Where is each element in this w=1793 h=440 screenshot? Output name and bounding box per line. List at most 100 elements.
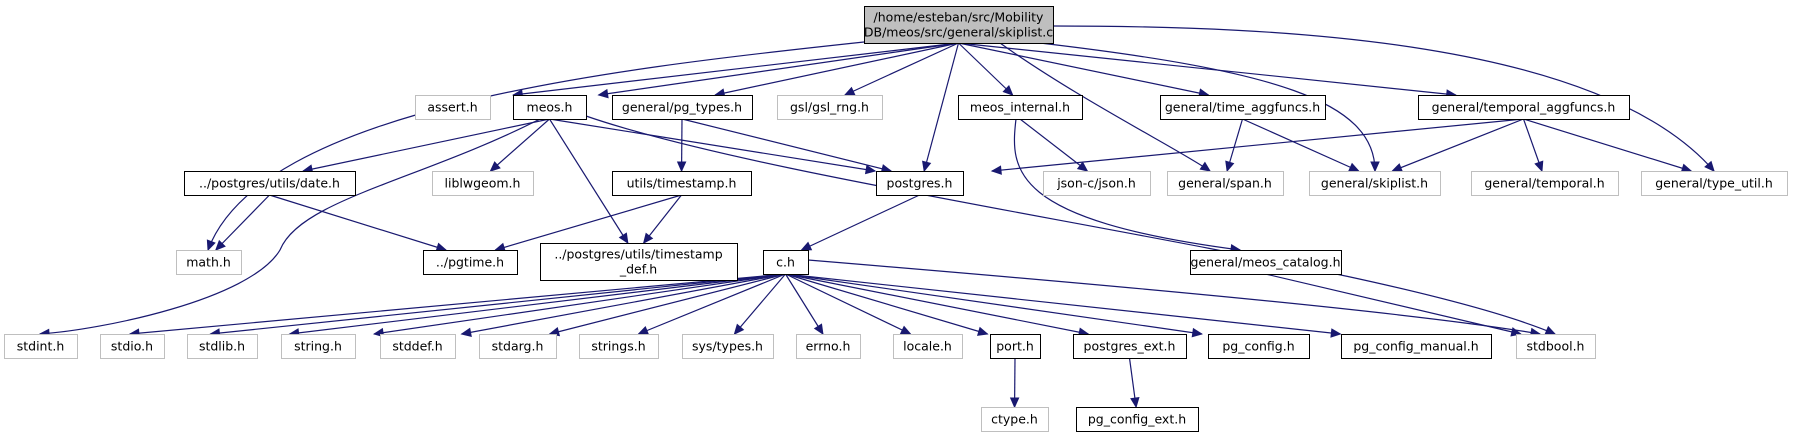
arrowhead [435, 242, 448, 252]
node-label: assert.h [427, 100, 477, 115]
edge-c-to-stdint [128, 273, 786, 338]
arrowhead [1391, 163, 1403, 172]
edge-root-to-type_util [1052, 25, 1715, 172]
node-meos-catalog[interactable]: general/meos_catalog.h [1190, 250, 1342, 275]
arrowhead [489, 161, 501, 172]
node-pg-config-ext[interactable]: pg_config_ext.h [1076, 407, 1199, 432]
node-pgtime[interactable]: ../pgtime.h [423, 250, 518, 275]
node-box [612, 95, 753, 120]
node-label: stdio.h [111, 339, 153, 354]
node-label: stdlib.h [199, 339, 245, 354]
node-box [281, 334, 356, 359]
node-label: gsl/gsl_rng.h [790, 100, 869, 115]
node-label: general/temporal_aggfuncs.h [1432, 100, 1616, 115]
node-label: meos.h [527, 100, 573, 115]
arrowhead [990, 165, 1002, 175]
arrowhead [899, 325, 912, 335]
node-label: stdint.h [17, 339, 65, 354]
arrowhead [1330, 328, 1342, 338]
node-box [1190, 250, 1342, 275]
arrowhead [1534, 160, 1544, 173]
node-box [4, 334, 78, 359]
node-box [1471, 171, 1619, 196]
arrowhead [1544, 325, 1557, 335]
node-meos-internal[interactable]: meos_internal.h [958, 95, 1083, 120]
node-box [1418, 95, 1630, 120]
node-label: stdbool.h [1527, 339, 1585, 354]
node-box [187, 334, 258, 359]
node-box [1341, 334, 1492, 359]
node-label: errno.h [806, 339, 851, 354]
node-label: ../pgtime.h [436, 255, 504, 270]
edge-root-to-skiplist_h [1039, 42, 1380, 173]
arrowhead [618, 232, 629, 245]
arrowhead [733, 323, 745, 335]
edge-meos-to-postgres [549, 118, 877, 175]
node-systypes: sys/types.h [682, 334, 774, 359]
arrowhead [800, 241, 813, 251]
edge-temporal_aggfuncs-to-type_util [1523, 118, 1693, 173]
node-label: locale.h [903, 339, 952, 354]
node-postgres[interactable]: postgres.h [876, 171, 964, 196]
node-temporal-aggfuncs[interactable]: general/temporal_aggfuncs.h [1418, 95, 1630, 120]
node-box [423, 250, 518, 275]
node-timestamp[interactable]: utils/timestamp.h [612, 171, 752, 196]
node-skiplist-h: general/skiplist.h [1309, 171, 1441, 196]
node-port[interactable]: port.h [990, 334, 1041, 359]
edge-c-to-locale [785, 273, 912, 335]
nodes-layer: /home/esteban/src/MobilityDB/meos/src/ge… [4, 6, 1788, 432]
node-box [100, 334, 165, 359]
node-c[interactable]: c.h [763, 250, 809, 275]
edge-temporal_aggfuncs-to-temporal_h [1522, 118, 1544, 173]
edge-meos-to-date [301, 118, 550, 174]
node-label: string.h [294, 339, 342, 354]
node-label: _def.h [619, 262, 657, 277]
node-label: c.h [776, 255, 795, 270]
node-timestamp-def[interactable]: ../postgres/utils/timestamp_def.h [540, 243, 738, 281]
arrowhead [813, 323, 824, 336]
edge-meos-to-liblwgeom [489, 118, 550, 172]
node-label: json-c/json.h [1056, 176, 1136, 191]
node-label: ctype.h [991, 412, 1038, 427]
node-box [1076, 407, 1199, 432]
node-stdio: stdio.h [100, 334, 165, 359]
node-gsl-rng: gsl/gsl_rng.h [777, 95, 883, 120]
node-time-aggfuncs[interactable]: general/time_aggfuncs.h [1160, 95, 1326, 120]
node-box [184, 171, 356, 196]
node-box [479, 334, 557, 359]
node-box [876, 171, 964, 196]
node-box [579, 334, 659, 359]
node-pg-types[interactable]: general/pg_types.h [612, 95, 753, 120]
edge-root-to-pg_types [713, 42, 959, 98]
node-label: general/meos_catalog.h [1190, 255, 1340, 270]
edge-c-to-stdbool [807, 259, 1542, 338]
node-label: general/span.h [1178, 176, 1272, 191]
node-meos[interactable]: meos.h [513, 95, 587, 120]
edge-time_aggfuncs-to-skiplist_h [1242, 118, 1360, 172]
edge-temporal_aggfuncs-to-postgres [990, 118, 1524, 175]
arrowhead [1191, 327, 1203, 338]
node-box [415, 95, 491, 120]
node-date[interactable]: ../postgres/utils/date.h [184, 171, 356, 196]
arrowhead [1348, 162, 1360, 172]
node-label: postgres_ext.h [1084, 339, 1176, 354]
node-pg-config-manual[interactable]: pg_config_manual.h [1341, 334, 1492, 359]
node-box [958, 95, 1083, 120]
arrowhead [206, 239, 216, 252]
node-box [432, 171, 534, 196]
edge-root-to-time_aggfuncs [958, 42, 1210, 98]
node-string: string.h [281, 334, 356, 359]
arrowhead [1370, 161, 1380, 173]
node-label: sys/types.h [692, 339, 763, 354]
edge-root-to-temporal_aggfuncs [958, 42, 1457, 99]
node-stddef: stddef.h [380, 334, 456, 359]
node-box [777, 95, 883, 120]
node-temporal-h: general/temporal.h [1471, 171, 1619, 196]
node-postgres-ext[interactable]: postgres_ext.h [1073, 334, 1187, 359]
node-pg-config[interactable]: pg_config.h [1208, 334, 1310, 359]
edge-pg_types-to-postgres [681, 118, 893, 174]
node-box [893, 334, 963, 359]
node-root[interactable]: /home/esteban/src/MobilityDB/meos/src/ge… [864, 6, 1054, 44]
node-box [1309, 171, 1441, 196]
node-label: /home/esteban/src/Mobility [874, 10, 1045, 25]
